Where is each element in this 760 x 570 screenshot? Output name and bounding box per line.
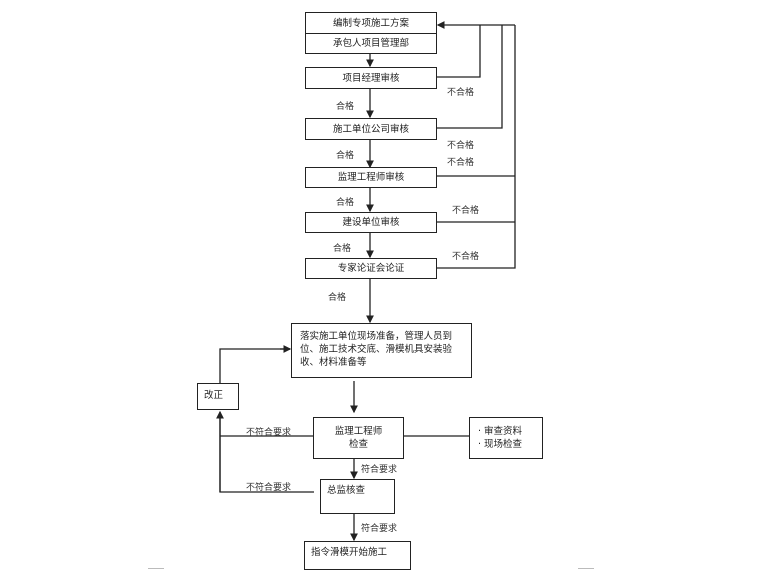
label-fail-pm: 不合格 [447,88,475,98]
fail-loop-company [436,25,503,129]
node-rectify-text: 改正 [204,390,224,401]
node-supervisor-inspect-line2: 检查 [348,439,368,450]
node-contractor-dept: 承包人项目管理部 [305,33,437,54]
label-fail-supervisor: 不合格 [447,158,475,168]
node-expert-review: 专家论证会论证 [305,258,437,279]
node-start-order: 指令滑模开始施工 [304,541,411,570]
label-pass-expert: 合格 [328,293,347,303]
label-meets-chief: 符合要求 [361,524,398,534]
inspect-item-review-docs: · 审查资料 [478,426,523,437]
node-owner-review-text: 建设单位审核 [342,217,400,228]
node-inspect-items: · 审查资料 · 现场检查 [469,417,543,459]
node-chief-inspect-text: 总监核查 [327,485,366,496]
node-chief-inspect: 总监核查 [320,479,395,514]
label-meets-inspect: 符合要求 [361,465,398,475]
page-edge-mark-right [578,568,594,569]
node-expert-review-text: 专家论证会论证 [337,263,405,274]
node-pm-review-text: 项目经理审核 [342,72,400,84]
inspect-item-site-check: · 现场检查 [478,439,523,450]
label-pass-owner: 合格 [333,244,352,254]
label-fail-company: 不合格 [447,141,475,151]
label-pass-company: 合格 [336,151,355,161]
label-pass-supervisor: 合格 [336,198,355,208]
node-company-review-text: 施工单位公司审核 [332,123,409,135]
node-owner-review: 建设单位审核 [305,212,437,233]
node-supervisor-review: 监理工程师审核 [305,167,437,188]
rectify-to-prep [219,348,290,383]
node-rectify: 改正 [197,383,239,410]
node-start-order-text: 指令滑模开始施工 [311,547,388,558]
node-company-review: 施工单位公司审核 [305,118,437,140]
fail-loop-pm [436,25,481,78]
label-not-meets-chief: 不符合要求 [246,483,292,493]
fail-loop-expert [436,25,516,269]
node-pm-review: 项目经理审核 [305,67,437,89]
node-site-prep: 落实施工单位现场准备，管理人员到位、施工技术交底、滑模机具安装验收、材料准备等 [291,323,472,378]
node-supervisor-inspect: 监理工程师 检查 [313,417,404,459]
node-supervisor-inspect-line1: 监理工程师 [334,426,383,437]
node-prepare-plan: 编制专项施工方案 [305,12,437,34]
node-contractor-dept-text: 承包人项目管理部 [332,38,409,49]
label-pass-pm: 合格 [336,102,355,112]
label-not-meets-inspect: 不符合要求 [246,428,292,438]
node-prepare-plan-text: 编制专项施工方案 [332,17,409,29]
node-supervisor-review-text: 监理工程师审核 [337,172,405,183]
label-fail-owner: 不合格 [452,206,480,216]
page-edge-mark-left [148,568,164,569]
node-site-prep-text: 落实施工单位现场准备，管理人员到位、施工技术交底、滑模机具安装验收、材料准备等 [300,331,453,368]
label-fail-expert: 不合格 [452,252,480,262]
